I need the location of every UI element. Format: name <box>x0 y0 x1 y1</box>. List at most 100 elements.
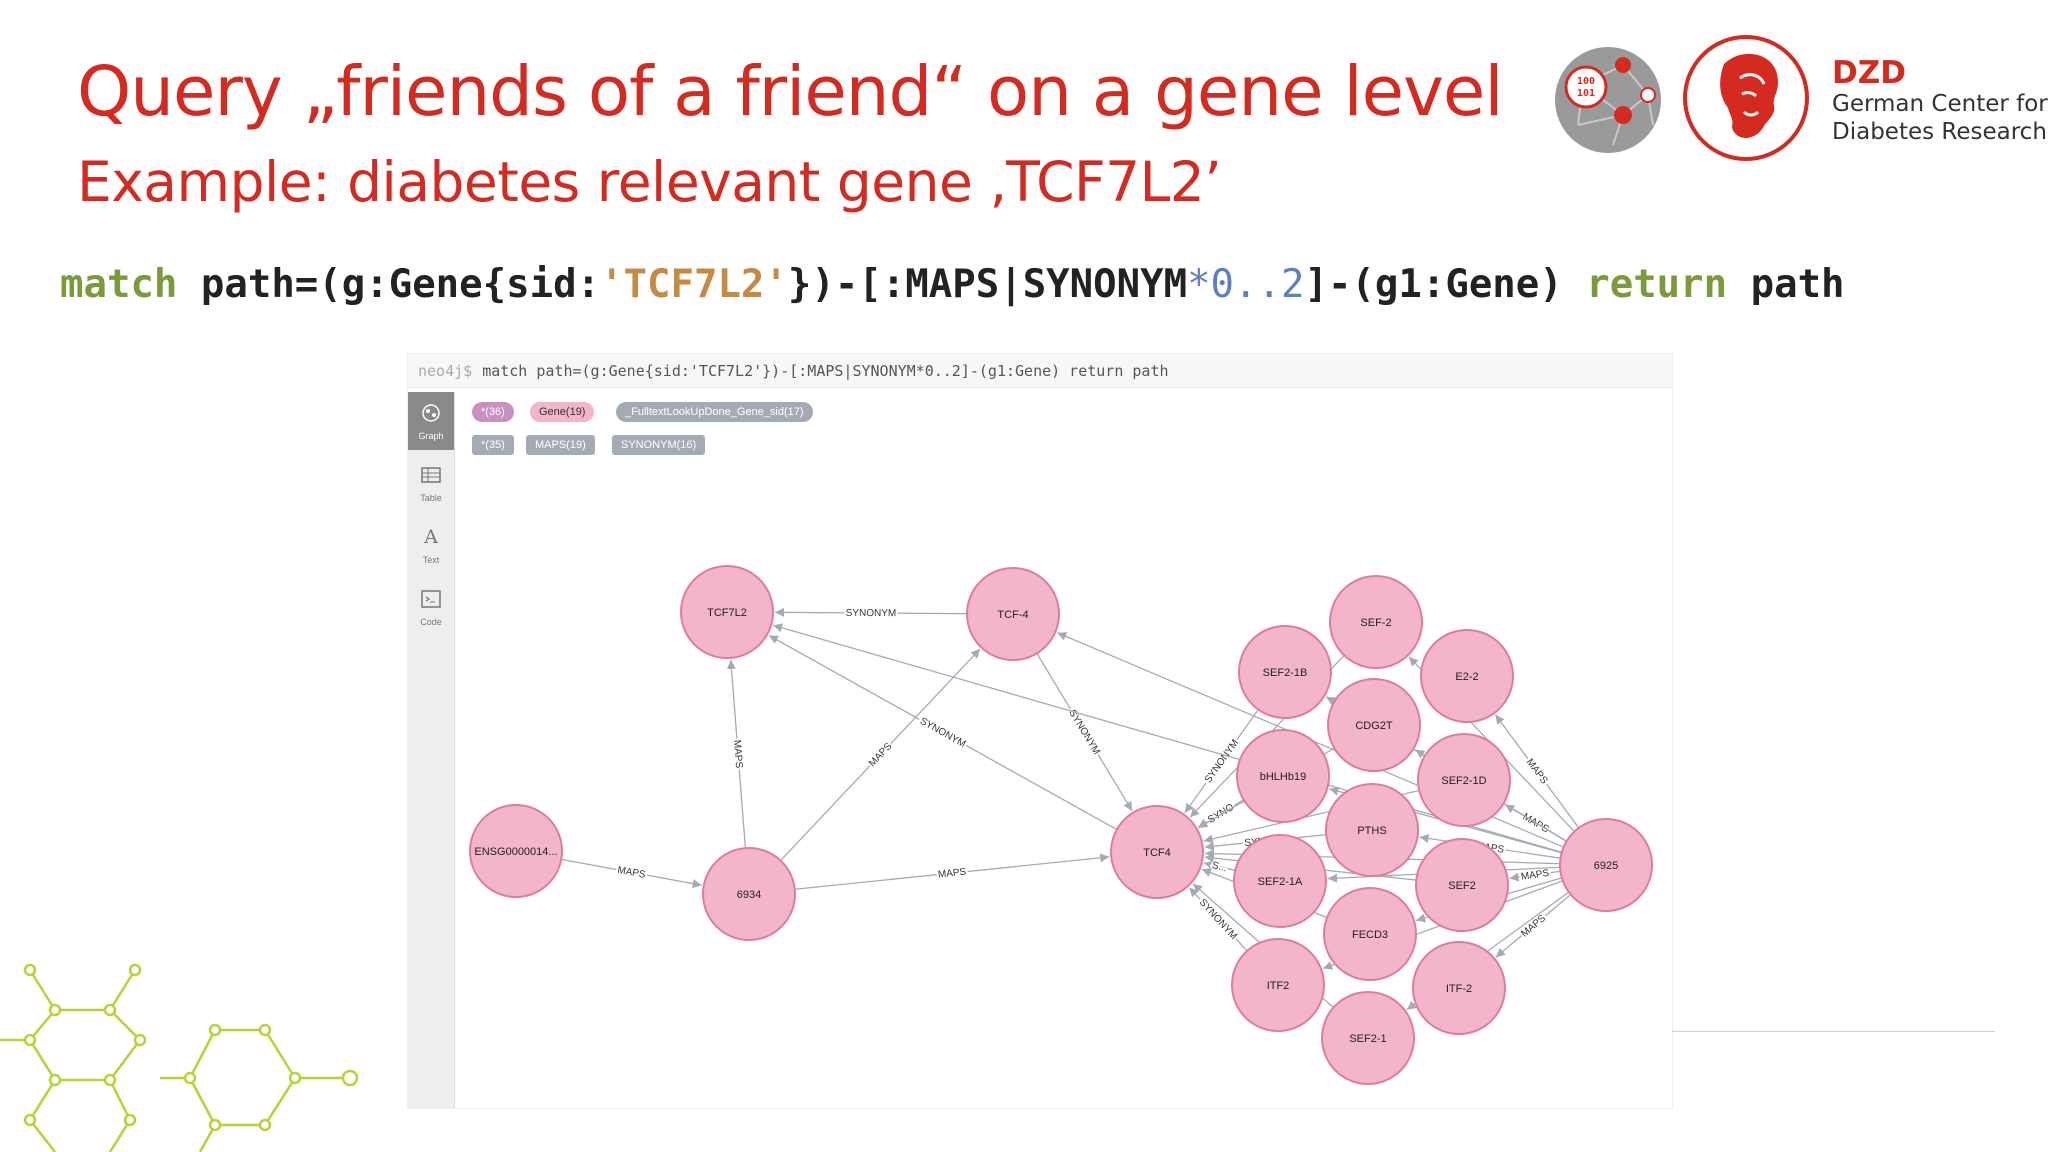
node-label-fulltext-pill[interactable]: _FulltextLookUpDone_Gene_sid(17) <box>616 402 813 422</box>
gene-node[interactable]: ITF-2 <box>1412 941 1506 1035</box>
dzd-logo-text: DZD German Center for Diabetes Research <box>1832 56 2048 146</box>
gene-node-label: SEF2-1D <box>1441 775 1486 787</box>
gene-node-label: SEF2-1 <box>1349 1033 1386 1045</box>
relationship-label: MAPS <box>1521 811 1551 835</box>
network-logo-icon: 100 101 <box>1555 47 1661 153</box>
gene-node-circle[interactable] <box>1238 625 1332 719</box>
relationship-synonym[interactable] <box>768 634 1118 831</box>
view-code-label: Code <box>420 617 442 627</box>
query-part: ]-(g1:Gene) <box>1304 262 1587 307</box>
gene-node[interactable]: TCF7L2 <box>680 565 774 659</box>
gene-node-circle[interactable] <box>966 567 1060 661</box>
gene-node-circle[interactable] <box>702 847 796 941</box>
gene-node-circle[interactable] <box>1415 838 1509 932</box>
relationship-maps[interactable] <box>726 659 747 849</box>
query-keyword-match: match <box>60 262 178 307</box>
gene-node[interactable]: E2-2 <box>1420 629 1514 723</box>
gene-node-circle[interactable] <box>1323 887 1417 981</box>
relationship-maps[interactable] <box>772 623 1562 853</box>
neo4j-prompt: neo4j$ <box>418 362 473 380</box>
gene-node[interactable]: SEF2-1 <box>1321 991 1415 1085</box>
dzd-portrait-logo-icon <box>1683 35 1809 161</box>
gene-node-label: FECD3 <box>1352 929 1388 941</box>
gene-node[interactable]: SEF2-1B <box>1238 625 1332 719</box>
gene-node-circle[interactable] <box>680 565 774 659</box>
rel-type-all-pill[interactable]: *(35) <box>472 435 514 455</box>
neo4j-browser-frame: neo4j$ match path=(g:Gene{sid:'TCF7L2'})-… <box>408 354 1672 1108</box>
slide-subtitle: Example: diabetes relevant gene ‚TCF7L2’ <box>77 150 1222 214</box>
gene-node[interactable]: ITF2 <box>1231 938 1325 1032</box>
svg-text:101: 101 <box>1577 88 1595 99</box>
rel-type-synonym-pill[interactable]: SYNONYM(16) <box>612 435 706 455</box>
gene-node-circle[interactable] <box>1420 629 1514 723</box>
gene-node[interactable]: SEF-2 <box>1329 575 1423 669</box>
relationship-label: MAPS <box>867 741 895 769</box>
rel-type-maps-pill[interactable]: MAPS(19) <box>526 435 595 455</box>
gene-node[interactable]: SEF2 <box>1415 838 1509 932</box>
relationship-synonym[interactable] <box>1188 887 1248 952</box>
relationship-maps[interactable] <box>1494 714 1580 829</box>
query-part: path=(g:Gene{sid: <box>177 262 601 307</box>
gene-node-circle[interactable] <box>1110 805 1204 899</box>
gene-node-circle[interactable] <box>1231 938 1325 1032</box>
gene-node[interactable]: PTHS <box>1325 783 1419 877</box>
gene-node-circle[interactable] <box>1327 678 1421 772</box>
gene-node-circle[interactable] <box>1325 783 1419 877</box>
gene-node[interactable]: TCF4 <box>1110 805 1204 899</box>
relationship-label: MAPS <box>616 865 646 881</box>
relationship-label: S... <box>1211 860 1228 874</box>
relationship-label: SYNONYM <box>918 716 968 750</box>
relationship-maps[interactable] <box>794 853 1110 890</box>
gene-node[interactable]: SEF2-1A <box>1233 834 1327 928</box>
hexagon-molecule-decoration-icon <box>0 963 359 1152</box>
relationship-synonym[interactable] <box>774 607 968 617</box>
node-label-all-pill[interactable]: *(36) <box>472 402 514 422</box>
gene-node[interactable]: 6934 <box>702 847 796 941</box>
gene-node[interactable]: FECD3 <box>1323 887 1417 981</box>
gene-node-circle[interactable] <box>1412 941 1506 1035</box>
gene-node-label: ITF-2 <box>1446 983 1472 995</box>
gene-node-label: SEF-2 <box>1360 617 1391 629</box>
table-icon <box>421 467 441 483</box>
dzd-name-line2: Diabetes Research <box>1832 119 2047 145</box>
gene-node-circle[interactable] <box>1236 729 1330 823</box>
neo4j-command-text: match path=(g:Gene{sid:'TCF7L2'})-[:MAPS… <box>482 362 1169 380</box>
cypher-query: match path=(g:Gene{sid:'TCF7L2'})-[:MAPS… <box>60 262 1845 307</box>
query-keyword-return: return <box>1586 262 1728 307</box>
code-icon <box>421 590 441 608</box>
relationship-maps[interactable] <box>1509 870 1561 882</box>
relationship-label: MAPS <box>1520 868 1550 883</box>
gene-node[interactable]: CDG2T <box>1327 678 1421 772</box>
gene-node-circle[interactable] <box>1233 834 1327 928</box>
gene-node-label: bHLHb19 <box>1260 771 1306 783</box>
neo4j-command-bar[interactable]: neo4j$ match path=(g:Gene{sid:'TCF7L2'})-… <box>408 354 1672 388</box>
node-label-gene-pill[interactable]: Gene(19) <box>530 402 595 422</box>
view-table-button[interactable]: Table <box>408 454 454 512</box>
view-text-button[interactable]: A Text <box>408 516 454 574</box>
query-part: })-[:MAPS|SYNONYM <box>787 262 1188 307</box>
relationship-synonym[interactable] <box>1036 653 1133 812</box>
gene-node[interactable]: ENSG0000014... <box>469 804 563 898</box>
view-graph-button[interactable]: Graph <box>408 392 454 450</box>
gene-node-circle[interactable] <box>1559 818 1653 912</box>
gene-node-label: TCF4 <box>1143 847 1171 859</box>
gene-node[interactable]: bHLHb19 <box>1236 729 1330 823</box>
relationship-maps[interactable] <box>561 858 702 889</box>
gene-node[interactable]: TCF-4 <box>966 567 1060 661</box>
neo4j-view-sidebar: Graph Table A Text Code <box>408 392 455 1108</box>
relationship-synonym[interactable] <box>1203 860 1236 872</box>
query-part: path <box>1727 262 1845 307</box>
gene-node-circle[interactable] <box>1321 991 1415 1085</box>
gene-node-circle[interactable] <box>1417 733 1511 827</box>
gene-node-circle[interactable] <box>469 804 563 898</box>
dzd-name-line1: German Center for <box>1832 91 2048 117</box>
gene-node[interactable]: SEF2-1D <box>1417 733 1511 827</box>
relationship-maps[interactable] <box>1495 894 1572 958</box>
relationship-maps[interactable] <box>780 648 981 861</box>
gene-node-label: SEF2 <box>1448 880 1476 892</box>
relationship-synonym[interactable] <box>1184 709 1259 814</box>
view-code-button[interactable]: Code <box>408 578 454 636</box>
gene-node-circle[interactable] <box>1329 575 1423 669</box>
gene-node[interactable]: 6925 <box>1559 818 1653 912</box>
